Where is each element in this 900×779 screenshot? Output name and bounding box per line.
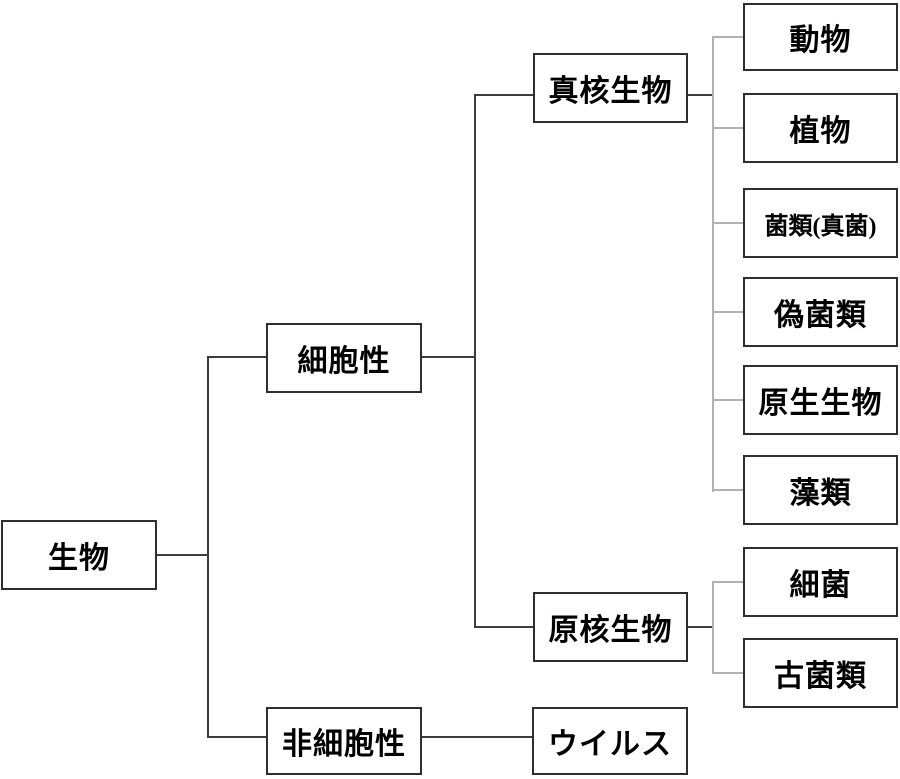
node-animal: 動物 (743, 3, 898, 71)
connector-to-virus (422, 736, 532, 738)
bracket-prokaryote-children (712, 581, 714, 674)
node-algae: 藻類 (743, 455, 898, 525)
node-eukaryote: 真核生物 (533, 53, 688, 123)
node-prokaryote: 原核生物 (533, 592, 688, 662)
node-noncellular: 非細胞性 (266, 707, 422, 775)
connector-to-eukaryote (474, 94, 533, 96)
bracket-to-algae (712, 489, 743, 491)
bracket-eukaryote-children (712, 36, 714, 492)
connector-center-trunk (474, 94, 476, 628)
connector-to-cellular (207, 356, 266, 358)
node-cellular: 細胞性 (266, 323, 422, 393)
node-pseudofungi: 偽菌類 (743, 277, 898, 347)
connector-to-prokaryote (474, 626, 533, 628)
node-virus: ウイルス (532, 707, 688, 775)
node-archaea: 古菌類 (743, 638, 898, 708)
node-organism: 生物 (1, 520, 157, 590)
connector-to-noncellular (207, 736, 266, 738)
bracket-to-archaea (712, 672, 743, 674)
connector-prokaryote-stub (688, 626, 713, 628)
connector-eukaryote-stub (688, 94, 713, 96)
bracket-to-fungi (712, 222, 743, 224)
bracket-to-animal (712, 36, 743, 38)
node-protist: 原生生物 (743, 365, 898, 435)
node-plant: 植物 (743, 93, 898, 163)
bracket-to-protist (712, 399, 743, 401)
node-bacteria: 細菌 (743, 547, 898, 617)
bracket-to-bacteria (712, 581, 743, 583)
connector-organism-trunk (157, 554, 209, 556)
bracket-to-plant (712, 127, 743, 129)
node-fungi: 菌類(真菌) (743, 188, 898, 258)
connector-cellular-trunk (422, 356, 475, 358)
bracket-to-pseudofungi (712, 311, 743, 313)
connector-left-trunk (207, 356, 209, 738)
